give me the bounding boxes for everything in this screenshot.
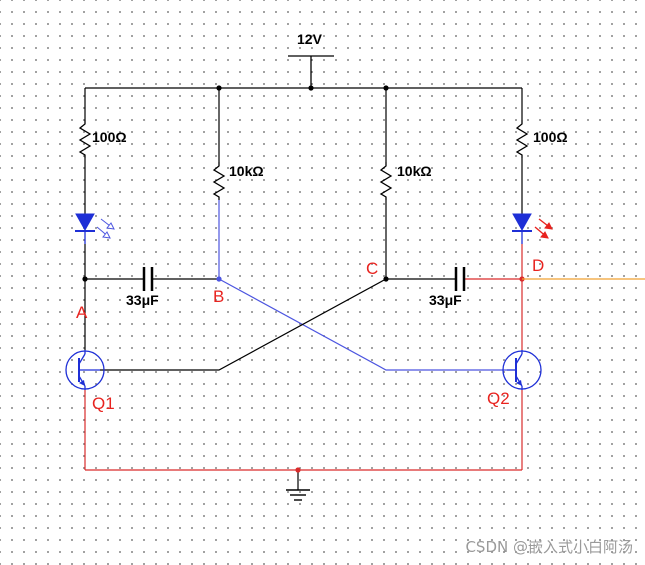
capacitor-right-label: 33μF: [429, 292, 462, 308]
resistor-10k-left[interactable]: [212, 162, 226, 200]
junction-dot: [308, 85, 314, 91]
ground-rail-wire[interactable]: [85, 469, 522, 490]
junction-dot: [295, 467, 301, 473]
capacitor-left[interactable]: [142, 267, 154, 291]
resistor-10k-left-label: 10kΩ: [229, 163, 264, 179]
capacitor-left-label: 33μF: [126, 292, 159, 308]
node-label-b: B: [213, 287, 224, 306]
resistor-100-right[interactable]: [515, 120, 529, 158]
node-label-a: A: [76, 303, 88, 322]
cross-wire-b-to-q2[interactable]: [218, 278, 507, 371]
node-label-c: C: [366, 259, 378, 278]
supply-label: 12V: [297, 31, 323, 47]
resistor-100-left-label: 100Ω: [92, 129, 127, 145]
node-label-d: D: [532, 256, 544, 275]
watermark: CSDN @嵌入式小白阿汤: [465, 538, 633, 556]
capacitor-right[interactable]: [454, 267, 466, 291]
resistor-10k-right[interactable]: [379, 162, 393, 200]
cross-wire-c-to-q1[interactable]: [100, 278, 387, 371]
transistor-q1[interactable]: [65, 350, 105, 390]
transistor-q2[interactable]: [502, 350, 542, 390]
led-left[interactable]: [75, 213, 115, 244]
resistor-10k-right-label: 10kΩ: [397, 163, 432, 179]
resistor-100-right-label: 100Ω: [533, 129, 568, 145]
resistor-100-left[interactable]: [78, 120, 92, 158]
transistor-q2-label: Q2: [487, 389, 510, 408]
supply-symbol[interactable]: [288, 55, 334, 88]
led-right[interactable]: [512, 213, 553, 244]
ground-symbol[interactable]: [286, 489, 310, 501]
transistor-q1-label: Q1: [92, 394, 115, 413]
